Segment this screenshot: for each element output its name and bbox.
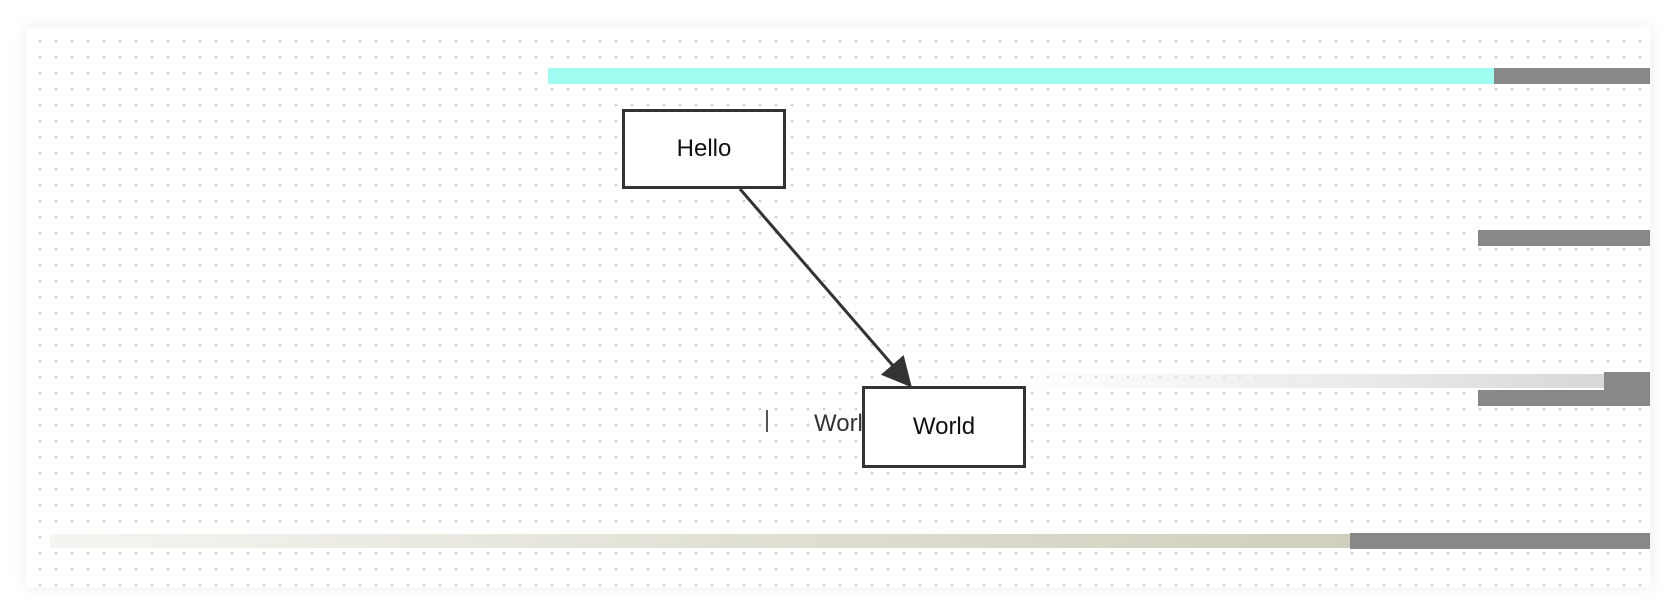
edge-hello-to-world[interactable] — [738, 188, 912, 388]
render-artifact-band — [548, 68, 1494, 84]
node-hello[interactable]: Hello — [622, 109, 786, 189]
divider — [766, 410, 768, 432]
node-label: Hello — [676, 135, 732, 162]
render-artifact-band — [1494, 68, 1650, 84]
node-label: World — [912, 413, 976, 440]
render-artifact-band — [1010, 374, 1604, 388]
render-artifact-band — [50, 534, 1350, 548]
render-artifact-band — [1478, 230, 1650, 246]
render-artifact-band — [1604, 372, 1650, 406]
diagram-canvas[interactable] — [26, 27, 1650, 587]
node-world[interactable]: World — [862, 386, 1026, 468]
render-artifact-band — [1350, 533, 1650, 549]
